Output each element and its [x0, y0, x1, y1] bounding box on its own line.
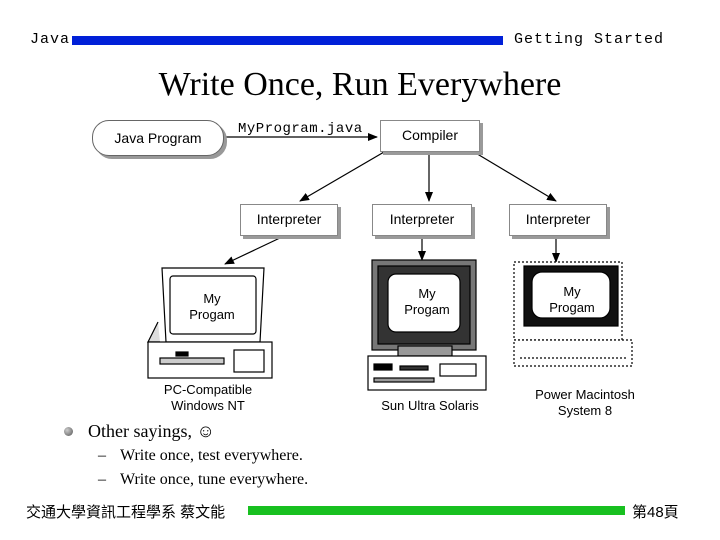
pc-screen-text: My Progam	[189, 291, 235, 322]
interpreter-node-sun: Interpreter	[372, 204, 472, 236]
platform-caption-sun: Sun Ultra Solaris	[381, 398, 479, 413]
footer-author: 交通大學資訊工程學系 蔡文能	[26, 504, 226, 521]
java-program-node: Java Program	[92, 120, 224, 156]
arrow-compiler-to-interp3	[473, 151, 557, 202]
header-bar	[72, 36, 503, 45]
footer-bar	[248, 506, 625, 515]
pc-computer-icon	[147, 267, 273, 379]
power-macintosh-icon	[513, 261, 633, 367]
sub-bullet-item: –Write once, test everywhere.	[98, 447, 303, 464]
sun-workstation-icon	[367, 259, 487, 391]
bullet-text: Other sayings, ☺	[88, 421, 215, 441]
platform-caption-pc: PC-Compatible Windows NT	[163, 382, 253, 413]
arrow-interp1-to-pc	[224, 236, 283, 265]
sub-bullet-item: –Write once, tune everywhere.	[98, 471, 309, 488]
arrow-compiler-to-interp1	[299, 151, 385, 202]
bullet-icon	[64, 427, 73, 436]
footer-page-number: 第48頁	[632, 504, 679, 521]
header-course-label: Java	[30, 31, 71, 48]
mac-screen-text: My Progam	[549, 284, 595, 315]
interpreter-node-mac: Interpreter	[509, 204, 607, 236]
header-section-label: Getting Started	[514, 31, 665, 48]
sun-screen-text: My Progam	[404, 286, 450, 317]
compiler-node: Compiler	[380, 120, 480, 152]
slide-title: Write Once, Run Everywhere	[158, 66, 562, 103]
source-file-label: MyProgram.java	[238, 121, 363, 137]
platform-caption-mac: Power Macintosh System 8	[535, 387, 635, 418]
interpreter-node-pc: Interpreter	[240, 204, 338, 236]
